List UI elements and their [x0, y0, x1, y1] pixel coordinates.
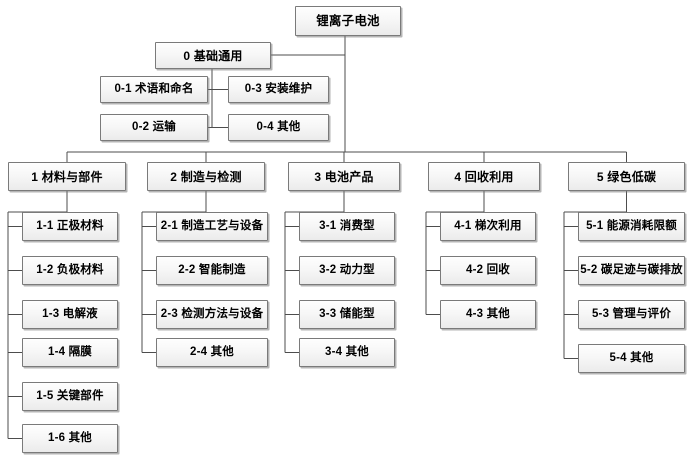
- child-node-2-1-制造工艺与设备[interactable]: 2-1 制造工艺与设备: [156, 212, 268, 241]
- node-label: 2-1 制造工艺与设备: [160, 219, 264, 232]
- category-node-1-材料与部件[interactable]: 1 材料与部件: [8, 162, 126, 191]
- node-label: 4-1 梯次利用: [454, 219, 522, 232]
- child-node-3-1-消费型[interactable]: 3-1 消费型: [299, 212, 395, 241]
- category-node-2-制造与检测[interactable]: 2 制造与检测: [147, 162, 265, 191]
- child-node-5-3-管理与评价[interactable]: 5-3 管理与评价: [578, 300, 685, 329]
- node-label: 4 回收利用: [454, 169, 514, 184]
- node-label: 1-3 电解液: [42, 307, 98, 320]
- node-label: 0-2 运输: [131, 120, 177, 133]
- node-label: 锂离子电池: [316, 13, 380, 28]
- child-node-1-3-电解液[interactable]: 1-3 电解液: [22, 300, 118, 329]
- child-node-1-2-负极材料[interactable]: 1-2 负极材料: [22, 256, 118, 285]
- node-label: 5-4 其他: [609, 351, 654, 364]
- node-label: 5 绿色低碳: [596, 169, 657, 184]
- child-node-3-4-其他[interactable]: 3-4 其他: [299, 338, 395, 367]
- child-node-5-4-其他[interactable]: 5-4 其他: [578, 344, 685, 373]
- group-child-0-3-安装维护[interactable]: 0-3 安装维护: [228, 76, 329, 103]
- node-label: 1-5 关键部件: [36, 389, 104, 402]
- node-label: 5-3 管理与评价: [591, 307, 672, 320]
- node-label: 0-3 安装维护: [244, 82, 313, 95]
- child-node-5-2-碳足迹与碳排放[interactable]: 5-2 碳足迹与碳排放: [578, 256, 685, 285]
- category-node-3-电池产品[interactable]: 3 电池产品: [288, 162, 400, 191]
- child-node-1-6-其他[interactable]: 1-6 其他: [22, 424, 118, 453]
- node-label: 2-2 智能制造: [178, 263, 246, 276]
- group-child-0-4-其他[interactable]: 0-4 其他: [228, 114, 329, 141]
- child-node-3-3-储能型[interactable]: 3-3 储能型: [299, 300, 395, 329]
- child-node-3-2-动力型[interactable]: 3-2 动力型: [299, 256, 395, 285]
- child-node-2-2-智能制造[interactable]: 2-2 智能制造: [156, 256, 268, 285]
- group-child-0-2-运输[interactable]: 0-2 运输: [100, 114, 208, 141]
- child-node-4-3-其他[interactable]: 4-3 其他: [440, 300, 536, 329]
- node-label: 3-3 储能型: [319, 307, 375, 320]
- node-label: 0-1 术语和命名: [114, 82, 194, 95]
- node-label: 1-4 隔膜: [47, 345, 93, 358]
- node-label: 5-2 碳足迹与碳排放: [580, 263, 683, 276]
- node-label: 3-2 动力型: [319, 263, 375, 276]
- node-label: 2-3 检测方法与设备: [160, 307, 264, 320]
- child-node-2-4-其他[interactable]: 2-4 其他: [156, 338, 268, 367]
- node-label: 3-1 消费型: [319, 219, 375, 232]
- child-node-4-1-梯次利用[interactable]: 4-1 梯次利用: [440, 212, 536, 241]
- node-label: 1 材料与部件: [31, 169, 103, 184]
- category-node-4-回收利用[interactable]: 4 回收利用: [428, 162, 540, 191]
- child-node-4-2-回收[interactable]: 4-2 回收: [440, 256, 536, 285]
- node-label: 1-1 正极材料: [36, 219, 104, 232]
- category-node-5-绿色低碳[interactable]: 5 绿色低碳: [568, 162, 685, 191]
- child-node-2-3-检测方法与设备[interactable]: 2-3 检测方法与设备: [156, 300, 268, 329]
- node-label: 3-4 其他: [324, 345, 370, 358]
- node-label: 0-4 其他: [256, 120, 301, 133]
- group-node-0-基础通用[interactable]: 0 基础通用: [155, 42, 271, 69]
- root-node-锂离子电池[interactable]: 锂离子电池: [295, 6, 401, 36]
- node-label: 4-2 回收: [465, 263, 511, 276]
- child-node-1-4-隔膜[interactable]: 1-4 隔膜: [22, 338, 118, 367]
- child-node-1-1-正极材料[interactable]: 1-1 正极材料: [22, 212, 118, 241]
- group-child-0-1-术语和命名[interactable]: 0-1 术语和命名: [100, 76, 208, 103]
- node-label: 1-6 其他: [47, 431, 93, 444]
- node-label: 2-4 其他: [189, 345, 235, 358]
- node-label: 5-1 能源消耗限额: [586, 219, 677, 232]
- node-label: 4-3 其他: [465, 307, 511, 320]
- node-label: 2 制造与检测: [170, 169, 242, 184]
- node-label: 0 基础通用: [183, 48, 243, 63]
- child-node-1-5-关键部件[interactable]: 1-5 关键部件: [22, 382, 118, 411]
- node-label: 1-2 负极材料: [36, 263, 104, 276]
- node-label: 3 电池产品: [314, 169, 374, 184]
- child-node-5-1-能源消耗限额[interactable]: 5-1 能源消耗限额: [578, 212, 685, 241]
